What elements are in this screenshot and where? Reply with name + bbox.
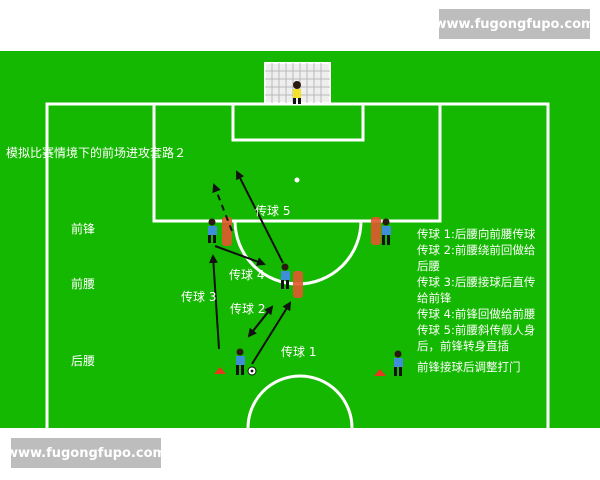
goalkeeper (293, 81, 301, 104)
player-right-back (394, 350, 403, 376)
dummy-forward-right (371, 217, 381, 245)
note-line-2: 传球 2:前腰绕前回做给 (417, 243, 535, 257)
arrow-pass-4 (214, 245, 266, 266)
note-line-7: 传球 5:前腰斜传假人身 (417, 323, 535, 337)
watermark-top: www.fugongfupo.com (434, 9, 595, 39)
pass-label-3: 传球 3 (181, 289, 216, 304)
penalty-spot (294, 177, 300, 183)
note-line-3: 后腰 (417, 259, 440, 273)
player-right-forward (382, 218, 391, 245)
dummy-forward-left (222, 217, 232, 246)
arrow-run (212, 183, 233, 232)
arrow-pass-5 (236, 170, 284, 264)
note-line-8: 后，前锋转身直插 (417, 339, 509, 353)
note-line-1: 传球 1:后腰向前腰传球 (417, 227, 536, 241)
cone-right (374, 369, 386, 376)
pass-label-1: 传球 1 (281, 344, 316, 359)
dummy-midfield (293, 271, 303, 298)
watermark-bottom: www.fugongfupo.com (6, 438, 166, 468)
finish-note: 前锋接球后调整打门 (417, 360, 521, 374)
pass-label-4: 传球 4 (229, 267, 264, 282)
tactics-pitch: 模拟比赛情境下的前场进攻套路２ 前锋 前腰 后腰 传球 5 传球 4 传球 3 … (0, 51, 600, 428)
pass-label-5: 传球 5 (255, 203, 290, 218)
note-line-4: 传球 3:后腰接球后直传 (417, 275, 535, 289)
player-forward (208, 218, 217, 243)
arrow-pass-2b (247, 306, 273, 338)
diagram-title: 模拟比赛情境下的前场进攻套路２ (6, 145, 186, 160)
row-label-midfield: 前腰 (71, 276, 95, 291)
row-label-back: 后腰 (71, 354, 95, 368)
arrow-pass-3 (208, 254, 220, 350)
cone-left (214, 367, 226, 374)
note-line-6: 传球 4:前锋回做给前腰 (417, 307, 535, 321)
player-back (236, 348, 245, 375)
note-line-5: 给前锋 (417, 291, 452, 305)
arrow-pass-1 (251, 301, 292, 365)
player-midfield (281, 263, 290, 289)
row-label-forward: 前锋 (71, 221, 95, 236)
ball (247, 366, 257, 376)
pitch-grass (0, 51, 600, 428)
notes-panel: 传球 1:后腰向前腰传球 传球 2:前腰绕前回做给 后腰 传球 3:后腰接球后直… (417, 227, 536, 353)
pass-label-2: 传球 2 (230, 301, 265, 316)
